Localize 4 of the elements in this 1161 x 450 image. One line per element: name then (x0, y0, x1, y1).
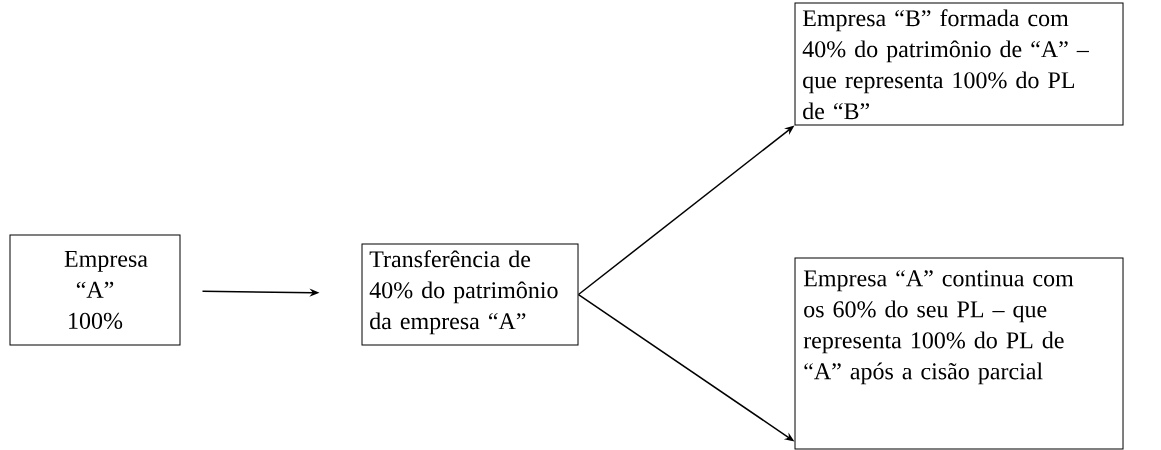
text-box: Empresa “A” 100% (9, 234, 181, 346)
text-box: Transferência de 40% do patrimônio da empresa “A” (361, 243, 579, 346)
text-box: Empresa “B” formada com 40% do patrimônio de “A” – que representa 100% do PL de “B” (794, 2, 1124, 126)
text-box: Empresa “A” continua com os 60% do seu PL – que representa 100% do PL de “A” após a cisão parcial (794, 257, 1124, 450)
